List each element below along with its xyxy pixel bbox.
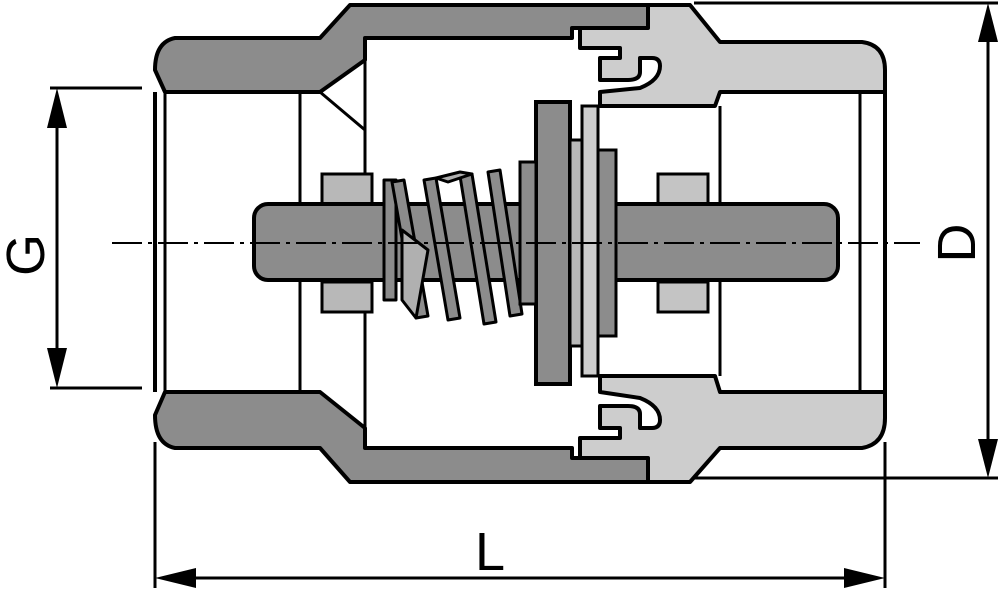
- left-guide-bushing-top: [320, 172, 374, 208]
- left-housing-bottom-wall: [153, 390, 650, 484]
- spring-retainer: [518, 160, 538, 306]
- dimension-d: [694, 1, 998, 480]
- dimension-d-label: D: [927, 224, 987, 263]
- right-guide-bushing-bottom: [656, 280, 710, 314]
- dimension-l: [153, 442, 887, 588]
- dimension-g: [47, 86, 142, 390]
- right-guide-bushing-top: [656, 172, 710, 208]
- right-housing-bottom: [578, 374, 887, 484]
- spring: [382, 168, 524, 326]
- dimension-l-label: L: [475, 522, 505, 582]
- left-housing-top-wall: [153, 3, 650, 94]
- left-guide-bushing-bottom: [320, 280, 374, 314]
- seat-ring: [580, 104, 600, 378]
- dimension-g-label: G: [0, 234, 56, 276]
- right-housing-top: [578, 3, 887, 108]
